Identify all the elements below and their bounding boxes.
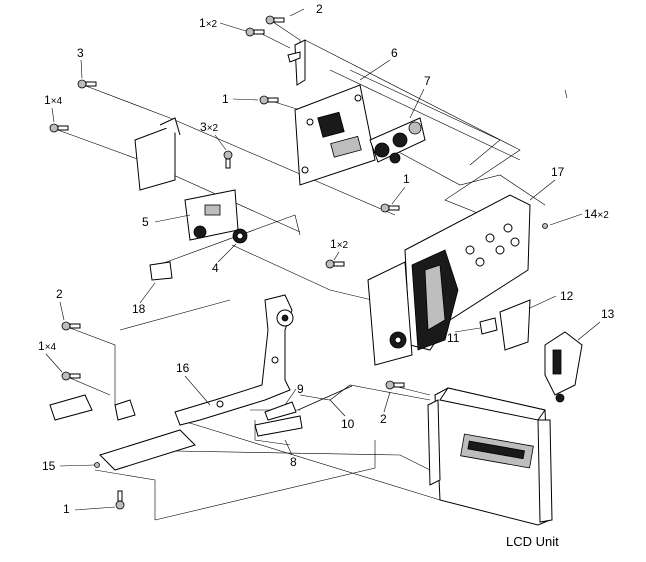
callout-c1e: 1×2	[330, 237, 349, 251]
part-7-gear-cluster	[369, 117, 426, 164]
callout-c7: 7	[424, 74, 431, 88]
callout-c2a: 2	[316, 2, 323, 16]
callout-c18: 18	[132, 302, 146, 316]
screw-icons	[49, 15, 548, 510]
part-15-base-plate	[49, 394, 196, 471]
callout-c16: 16	[176, 361, 190, 375]
callout-c1g: 1	[63, 502, 70, 516]
lcd-unit	[427, 387, 553, 526]
callout-c3: 3	[77, 46, 84, 60]
part-8-bracket	[254, 415, 303, 437]
callout-labels: 2 1×2 3 6 7 1×4 1 3×2 1 17 14×2 5 1×2 4 …	[38, 2, 615, 516]
part-13-hinge-cover	[544, 331, 583, 403]
part-6-board-plate	[287, 39, 376, 186]
part-18-plate	[149, 261, 173, 281]
callout-c3b: 3×2	[200, 120, 219, 134]
part-9-clip	[264, 401, 297, 421]
callout-c13: 13	[601, 307, 615, 321]
callout-c15: 15	[42, 459, 56, 473]
callout-c5: 5	[142, 215, 149, 229]
callout-c11: 11	[447, 331, 460, 345]
callout-c1b: 1×4	[44, 93, 63, 107]
callout-c14: 14×2	[584, 207, 609, 221]
part-11-spacer	[479, 317, 498, 335]
callout-c1a: 1×2	[199, 16, 218, 30]
callout-c6: 6	[391, 46, 398, 60]
callout-c2c: 2	[380, 412, 387, 426]
callout-c17: 17	[551, 165, 565, 179]
part-12-cover	[499, 299, 531, 351]
callout-c1f: 1×4	[38, 339, 57, 353]
part-4-gear	[193, 225, 248, 244]
callout-c9: 9	[297, 382, 304, 396]
part-10-rod	[297, 385, 353, 411]
callout-c1d: 1	[403, 172, 410, 186]
leader-lines	[57, 21, 546, 521]
lcd-unit-label: LCD Unit	[506, 534, 559, 549]
callout-c10: 10	[341, 417, 355, 431]
part-16-hinge-arm	[174, 294, 294, 426]
callout-c8: 8	[290, 455, 297, 469]
callout-c1c: 1	[222, 92, 229, 106]
callout-c2b: 2	[56, 287, 63, 301]
parts	[49, 15, 583, 526]
part-17-chassis	[367, 194, 531, 366]
callout-c4: 4	[212, 261, 219, 275]
callout-c12: 12	[560, 289, 574, 303]
part-5-bracket	[134, 117, 239, 241]
